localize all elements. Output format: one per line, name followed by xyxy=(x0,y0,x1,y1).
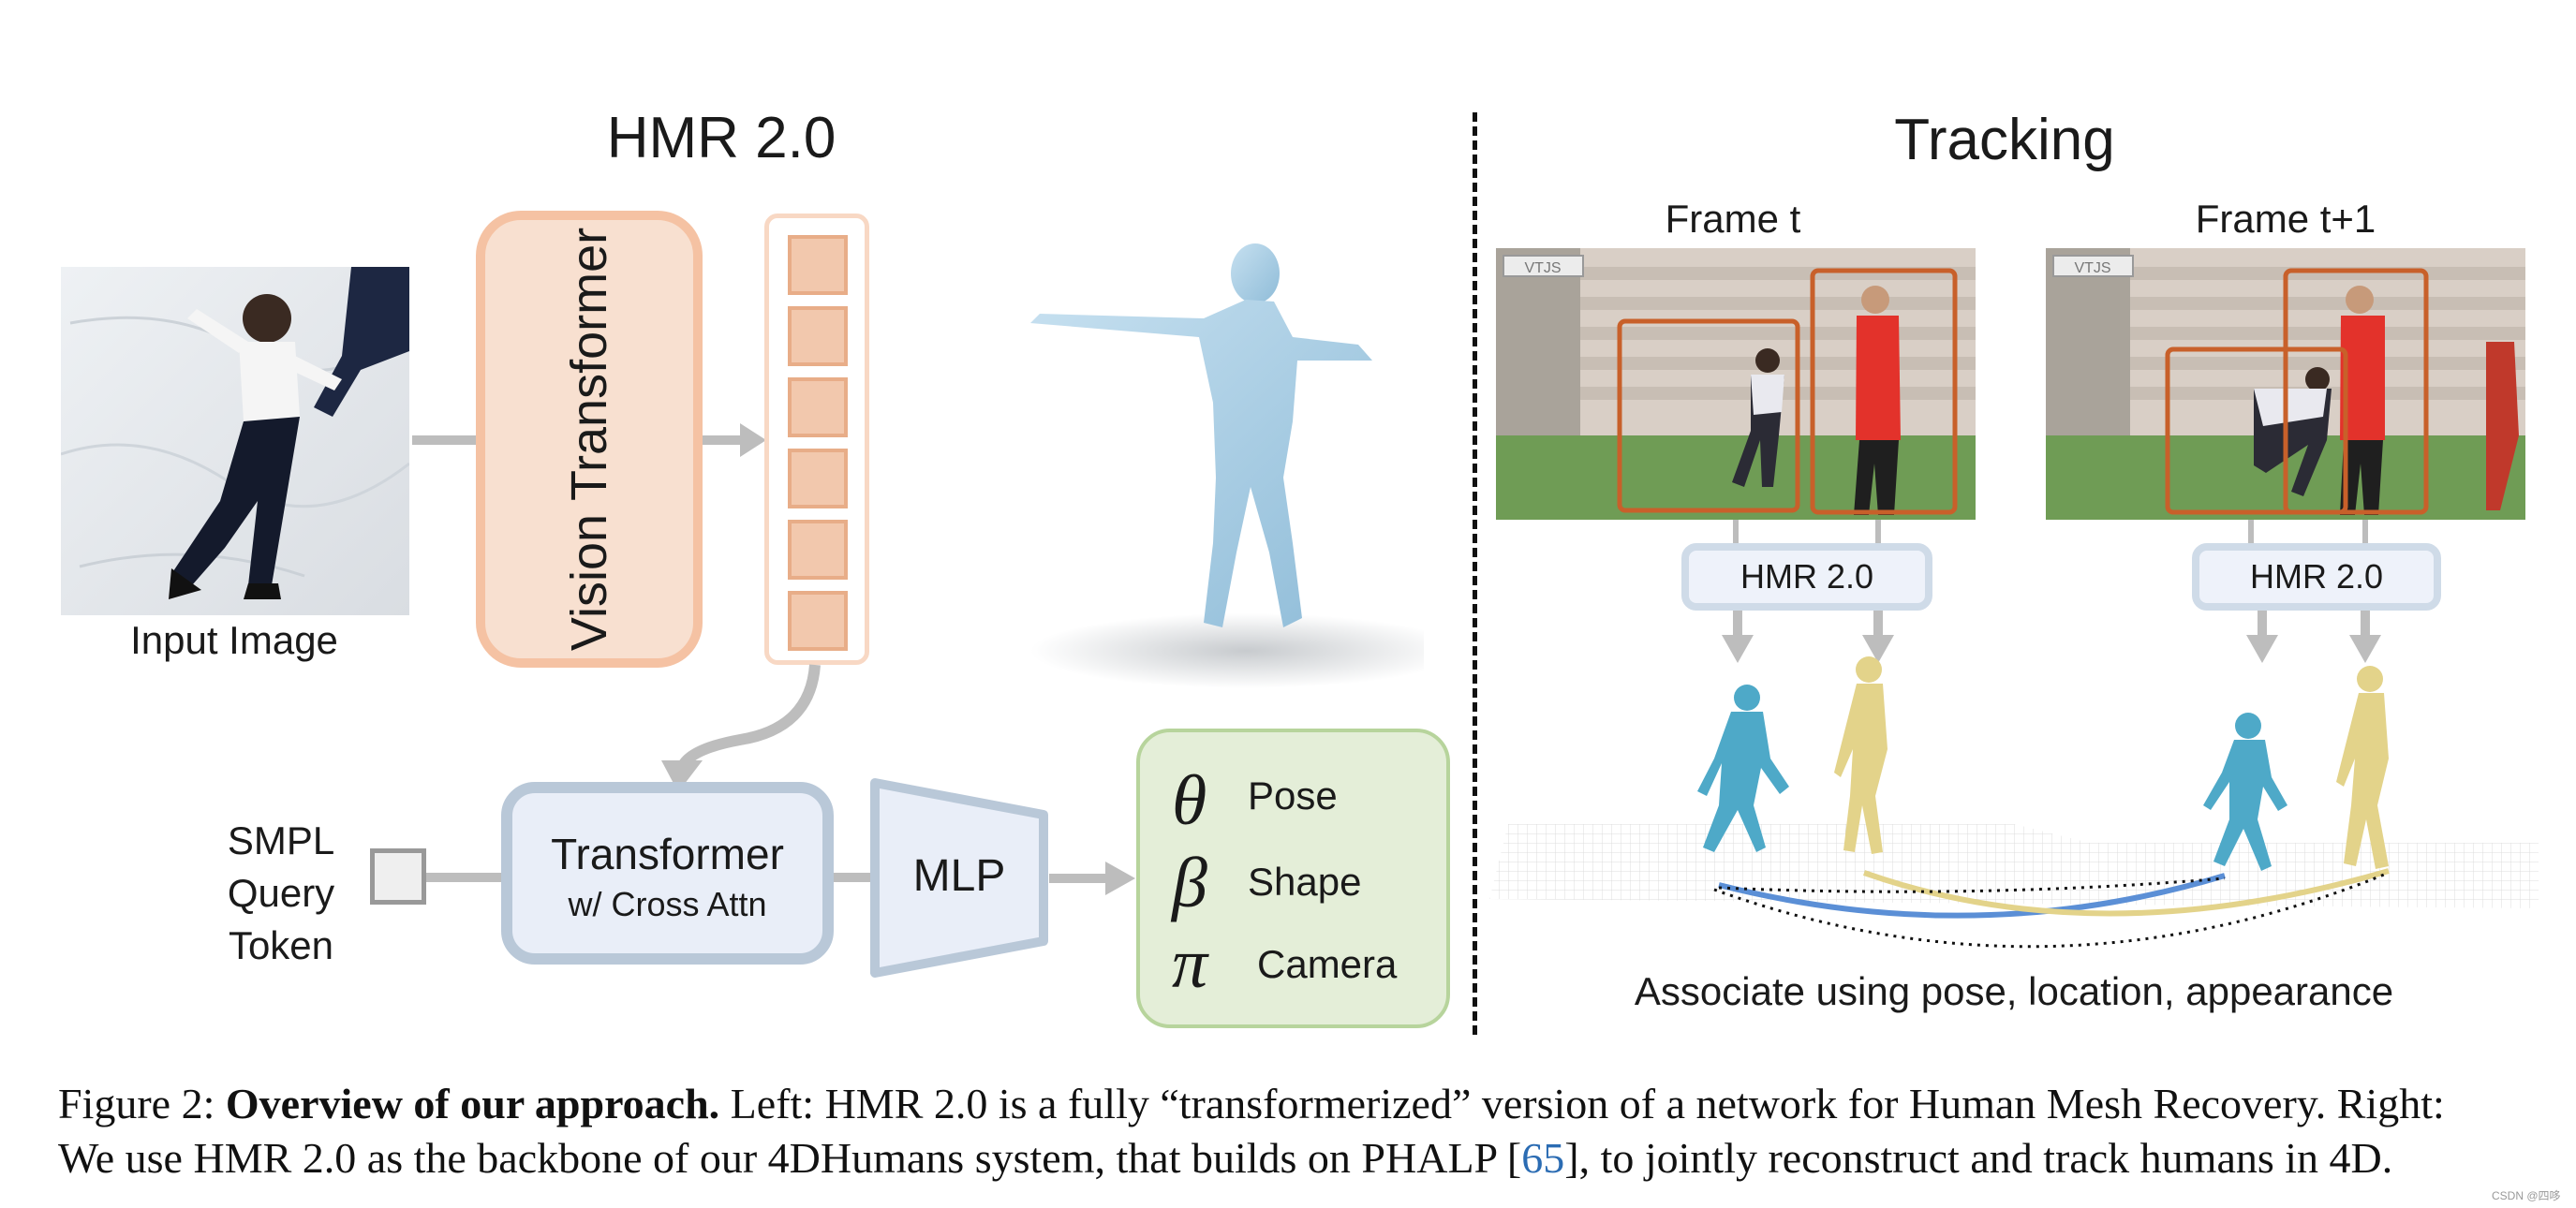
arrow-token-to-transformer xyxy=(426,873,506,882)
input-image-label: Input Image xyxy=(130,618,338,662)
caption-line-2: We use HMR 2.0 as the backbone of our 4D… xyxy=(58,1131,2531,1186)
caption-line-1: Figure 2: Overview of our approach. Left… xyxy=(58,1077,2531,1131)
image-token xyxy=(788,306,848,366)
image-token xyxy=(788,449,848,508)
svg-text:VTJS: VTJS xyxy=(2074,260,2110,276)
frame-t-image: VTJS xyxy=(1496,248,1976,520)
camera-label: Camera xyxy=(1257,942,1398,986)
smpl-query-token-label: SMPL Query Token xyxy=(197,815,365,972)
pi-symbol: π xyxy=(1172,924,1208,1003)
theta-symbol: θ xyxy=(1172,761,1207,840)
transformer-sublabel: w/ Cross Attn xyxy=(568,885,767,923)
image-token xyxy=(788,377,848,437)
hmr-title: HMR 2.0 xyxy=(606,106,836,170)
frame-t1-image: VTJS xyxy=(2046,248,2525,520)
arrow-vit-to-tokens xyxy=(703,423,766,457)
svg-text:VTJS: VTJS xyxy=(1524,260,1561,276)
citation-link[interactable]: 65 xyxy=(1521,1134,1565,1182)
watermark: CSDN @四哆 xyxy=(2492,1189,2561,1202)
mlp-block: MLP xyxy=(869,777,1049,979)
image-token xyxy=(788,591,848,651)
caption-bold: Overview of our approach. xyxy=(225,1080,720,1127)
tracking-3d-scene xyxy=(1489,656,2539,983)
smpl-query-token xyxy=(370,848,426,905)
caption-text-2a: We use HMR 2.0 as the backbone of our 4D… xyxy=(58,1134,1522,1182)
connector-frame-t xyxy=(1733,520,1881,562)
hmr-block-frame-t: HMR 2.0 xyxy=(1681,543,1932,611)
input-image xyxy=(60,267,410,615)
smpl-label-line: Query xyxy=(227,871,335,915)
transformer-label: Transformer xyxy=(551,830,784,878)
smpl-label-line: Token xyxy=(228,923,334,967)
frame-t-label: Frame t xyxy=(1665,197,1801,241)
caption-prefix: Figure 2: xyxy=(58,1080,226,1127)
figure-caption: Figure 2: Overview of our approach. Left… xyxy=(58,1077,2531,1186)
beta-symbol: β xyxy=(1172,844,1207,922)
pose-label: Pose xyxy=(1248,773,1338,818)
arrow-transformer-to-mlp xyxy=(834,873,871,882)
connector-frame-t1 xyxy=(2248,520,2368,562)
arrows-hmr-t-down xyxy=(1722,611,1894,663)
arrow-input-to-vit xyxy=(412,435,478,445)
image-token-column xyxy=(764,214,869,665)
caption-text-2b: ], to jointly reconstruct and track huma… xyxy=(1564,1134,2393,1182)
vision-transformer-label: Vision Transformer xyxy=(561,227,617,652)
output-mesh-figure xyxy=(1012,234,1461,702)
shape-label: Shape xyxy=(1248,860,1362,904)
panel-divider xyxy=(1473,112,1477,1035)
arrows-hmr-t1-down xyxy=(2246,611,2381,663)
arrow-mlp-to-outputs xyxy=(1049,862,1135,895)
frame-t1-label: Frame t+1 xyxy=(2195,197,2376,241)
transformer-decoder-block: Transformer w/ Cross Attn xyxy=(501,782,834,965)
tracking-title: Tracking xyxy=(1894,108,2115,172)
vision-transformer-block: Vision Transformer xyxy=(476,211,703,668)
image-token xyxy=(788,520,848,580)
mlp-label: MLP xyxy=(912,851,1006,901)
smpl-label-line: SMPL xyxy=(227,818,335,862)
associate-label: Associate using pose, location, appearan… xyxy=(1634,969,2394,1013)
image-token xyxy=(788,235,848,295)
caption-text-1: Left: HMR 2.0 is a fully “transformerize… xyxy=(719,1080,2445,1127)
hmr-block-frame-t1: HMR 2.0 xyxy=(2192,543,2441,611)
arrow-tokens-to-transformer xyxy=(661,664,821,792)
output-parameters-block: θ Pose β Shape π Camera xyxy=(1136,729,1450,1028)
